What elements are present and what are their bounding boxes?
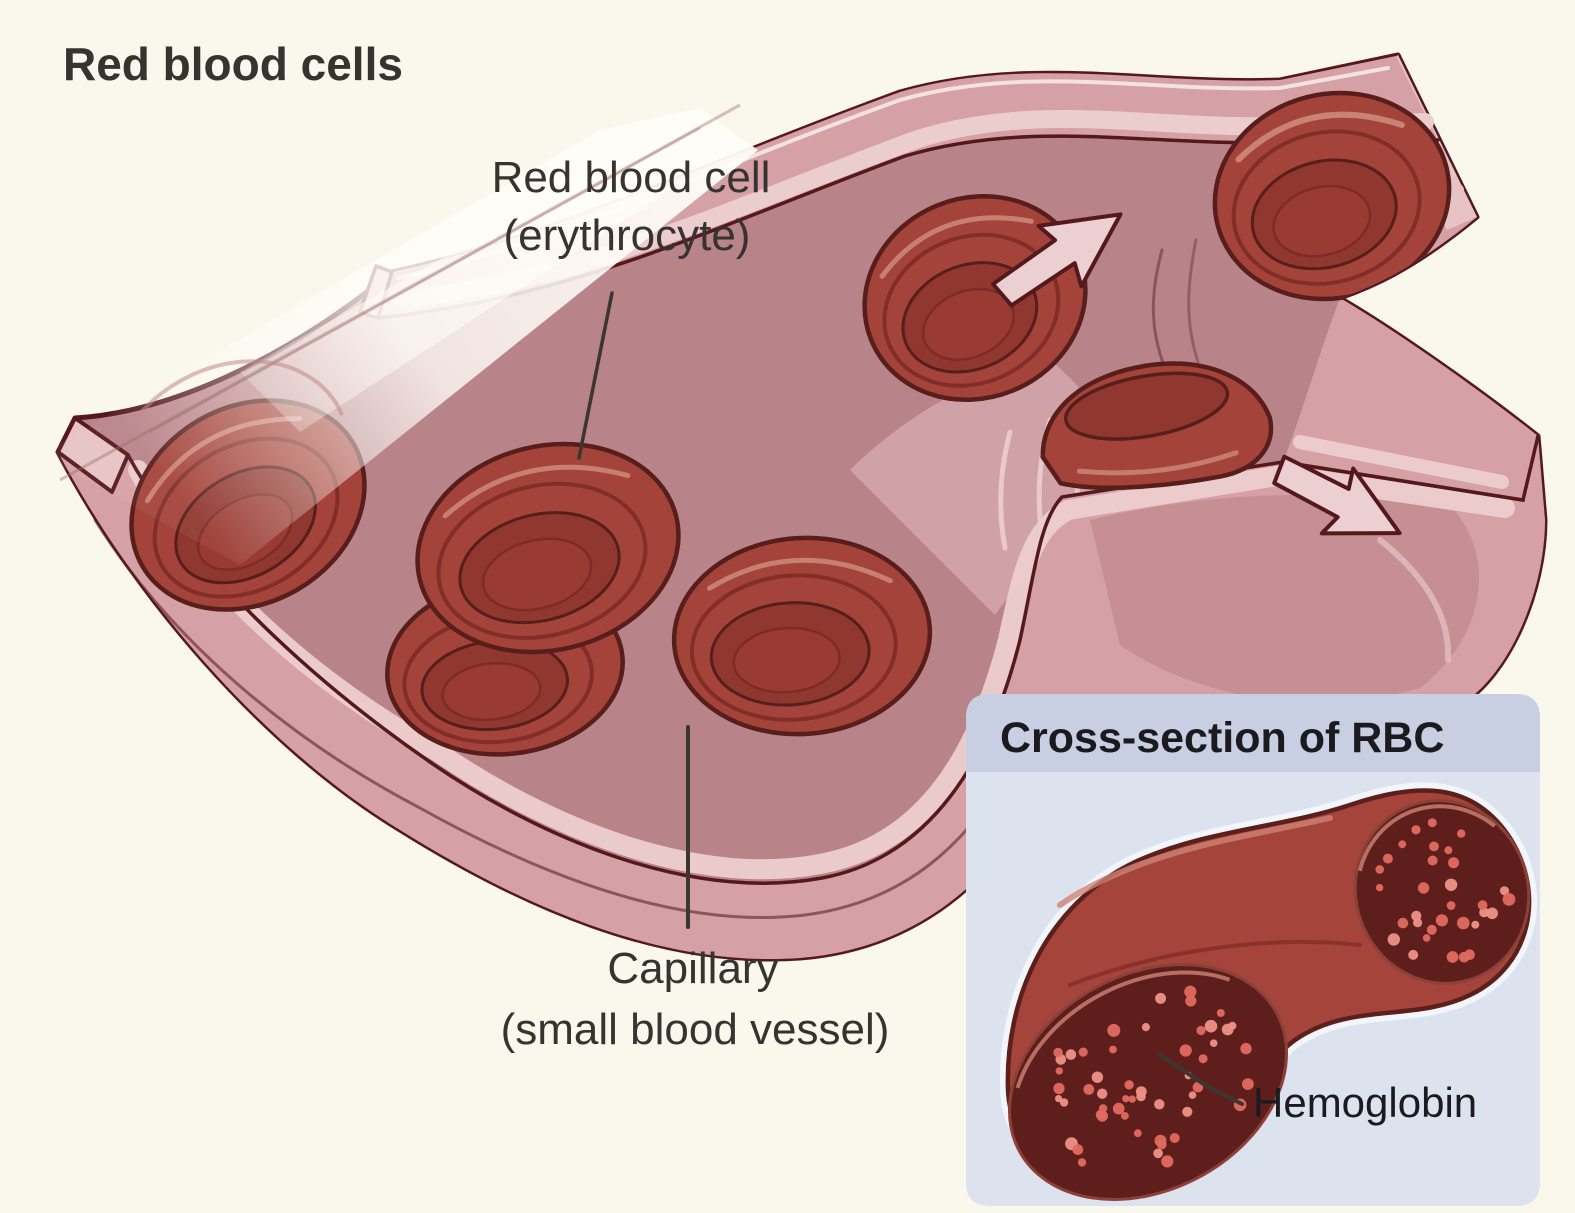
flow-arrow-lower [1272,454,1402,536]
hemoglobin-pointer-line [1158,1053,1244,1106]
ghost-streaks [40,103,758,565]
inset-panel: Cross-section of RBC Hemoglobin [966,694,1540,1206]
inset-rbc [999,782,1537,1201]
red-blood-cell-folded [1040,361,1274,491]
ghost-cell-arc [133,359,344,422]
scoop-rim-edge [1281,434,1540,502]
capillary-label-line2: (small blood vessel) [501,1005,890,1054]
cup-streak [1377,537,1452,663]
hemoglobin-dots [1053,985,1254,1168]
cup-interior-shading [1090,494,1479,703]
wall-ridge-line [998,429,1013,551]
bottom-wall-mid-line [93,518,1012,919]
capillary-label: Capillary (small blood vessel) [501,725,890,1054]
red-blood-cell [1212,90,1452,302]
svg-text:Capillary: Capillary [607,944,778,993]
flow-arrow-upper [990,212,1123,308]
svg-text:(erythrocyte): (erythrocyte) [504,211,751,260]
scoop-rim-highlight [1293,435,1509,489]
hemoglobin-dots [1375,818,1516,963]
capillary-label-line1: Capillary [607,944,778,993]
svg-text:(small blood vessel): (small blood vessel) [501,1005,890,1054]
wall-junction-line [1151,248,1167,370]
inset-header [966,694,1540,772]
red-blood-cell [671,535,933,737]
red-blood-cell [415,441,681,655]
capillary-vessel [40,52,1548,962]
bottom-wall-inner-edge [126,453,1525,885]
svg-text:Red blood cell: Red blood cell [492,153,771,202]
inset-title: Cross-section of RBC [1000,714,1444,762]
erythrocyte-label-line2: (erythrocyte) [504,211,751,260]
erythrocyte-label-line1: Red blood cell [492,153,771,202]
page-title: Red blood cells [63,38,403,90]
inset-rbc-top-highlight [1057,815,1333,908]
inset-cut-face-left [1007,963,1289,1201]
wall-junction-line [1187,238,1200,364]
erythrocyte-label: Red blood cell (erythrocyte) [492,153,771,460]
inset-rbc-fold-line [1068,939,1362,987]
hemoglobin-label: Hemoglobin [1253,1079,1477,1126]
erythrocyte-pointer-line [577,291,614,460]
